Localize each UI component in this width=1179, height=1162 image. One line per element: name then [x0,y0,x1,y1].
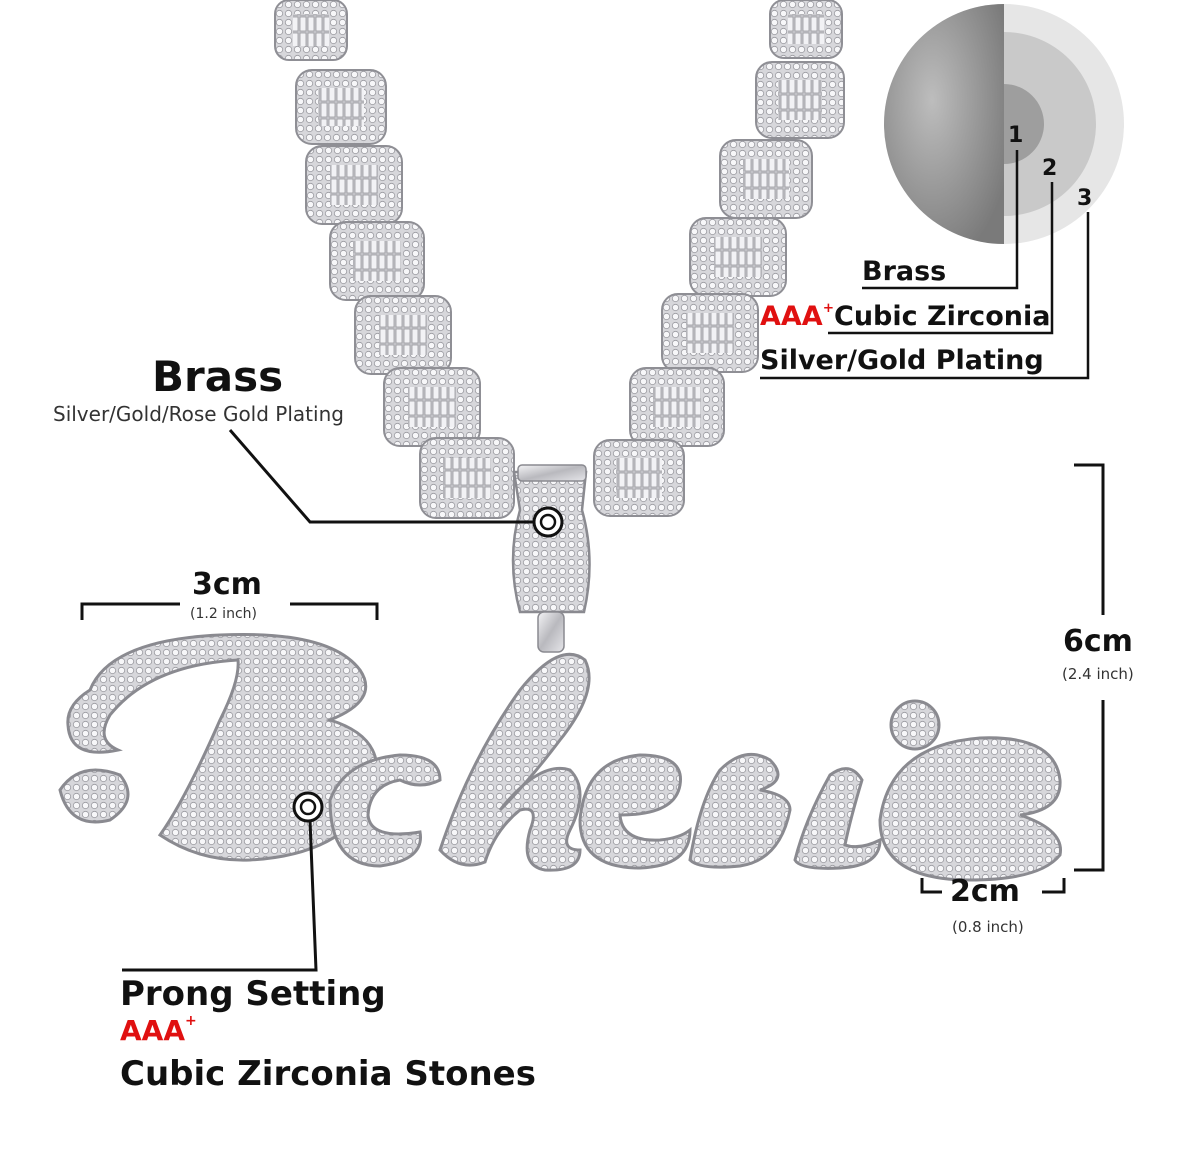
prong-leader-line [122,819,318,972]
brass-leader-line [228,429,535,524]
layer2-grade: AAA [760,301,823,332]
material-callout-title: Brass [152,352,284,401]
material-callout-subtitle: Silver/Gold/Rose Gold Plating [53,402,344,426]
layer3-label: Silver/Gold Plating [760,345,1044,376]
pendant-bail [511,464,591,653]
bail-material-marker [532,506,564,538]
setting-callout-line1: Prong Setting [120,974,386,1014]
width-inch-label: (1.2 inch) [190,606,257,622]
chain-left-strand [274,0,515,519]
layer1-label: Brass [862,256,947,287]
height-dimension-bracket [1074,463,1105,872]
setting-callout-line3: Cubic Zirconia Stones [120,1054,536,1094]
prong-setting-marker [292,791,324,823]
width-cm-label: 3cm [192,567,262,602]
setting-callout-grade: AAA+ [120,1012,197,1047]
layer-number-3: 3 [1077,186,1093,211]
height-inch-label: (2.4 inch) [1062,665,1134,683]
letter-inch-label: (0.8 inch) [952,918,1024,936]
layer-number-1: 1 [1008,123,1024,148]
layer-number-2: 2 [1042,156,1058,181]
height-cm-label: 6cm [1063,624,1133,659]
letter-dimension-bracket [920,878,1066,894]
setting-grade-mark: + [185,1012,197,1029]
layer2-label: AAA+Cubic Zirconia [760,299,1051,332]
layer2-text: Cubic Zirconia [834,301,1051,332]
pendant-script-body [58,632,1062,882]
letter-cm-label: 2cm [950,874,1020,909]
chain-right-strand [593,0,845,517]
layer-cross-section-diagram [760,4,1124,380]
width-dimension-bracket [80,602,379,620]
setting-grade-text: AAA [120,1014,186,1047]
layer2-grade-mark: + [822,299,835,316]
